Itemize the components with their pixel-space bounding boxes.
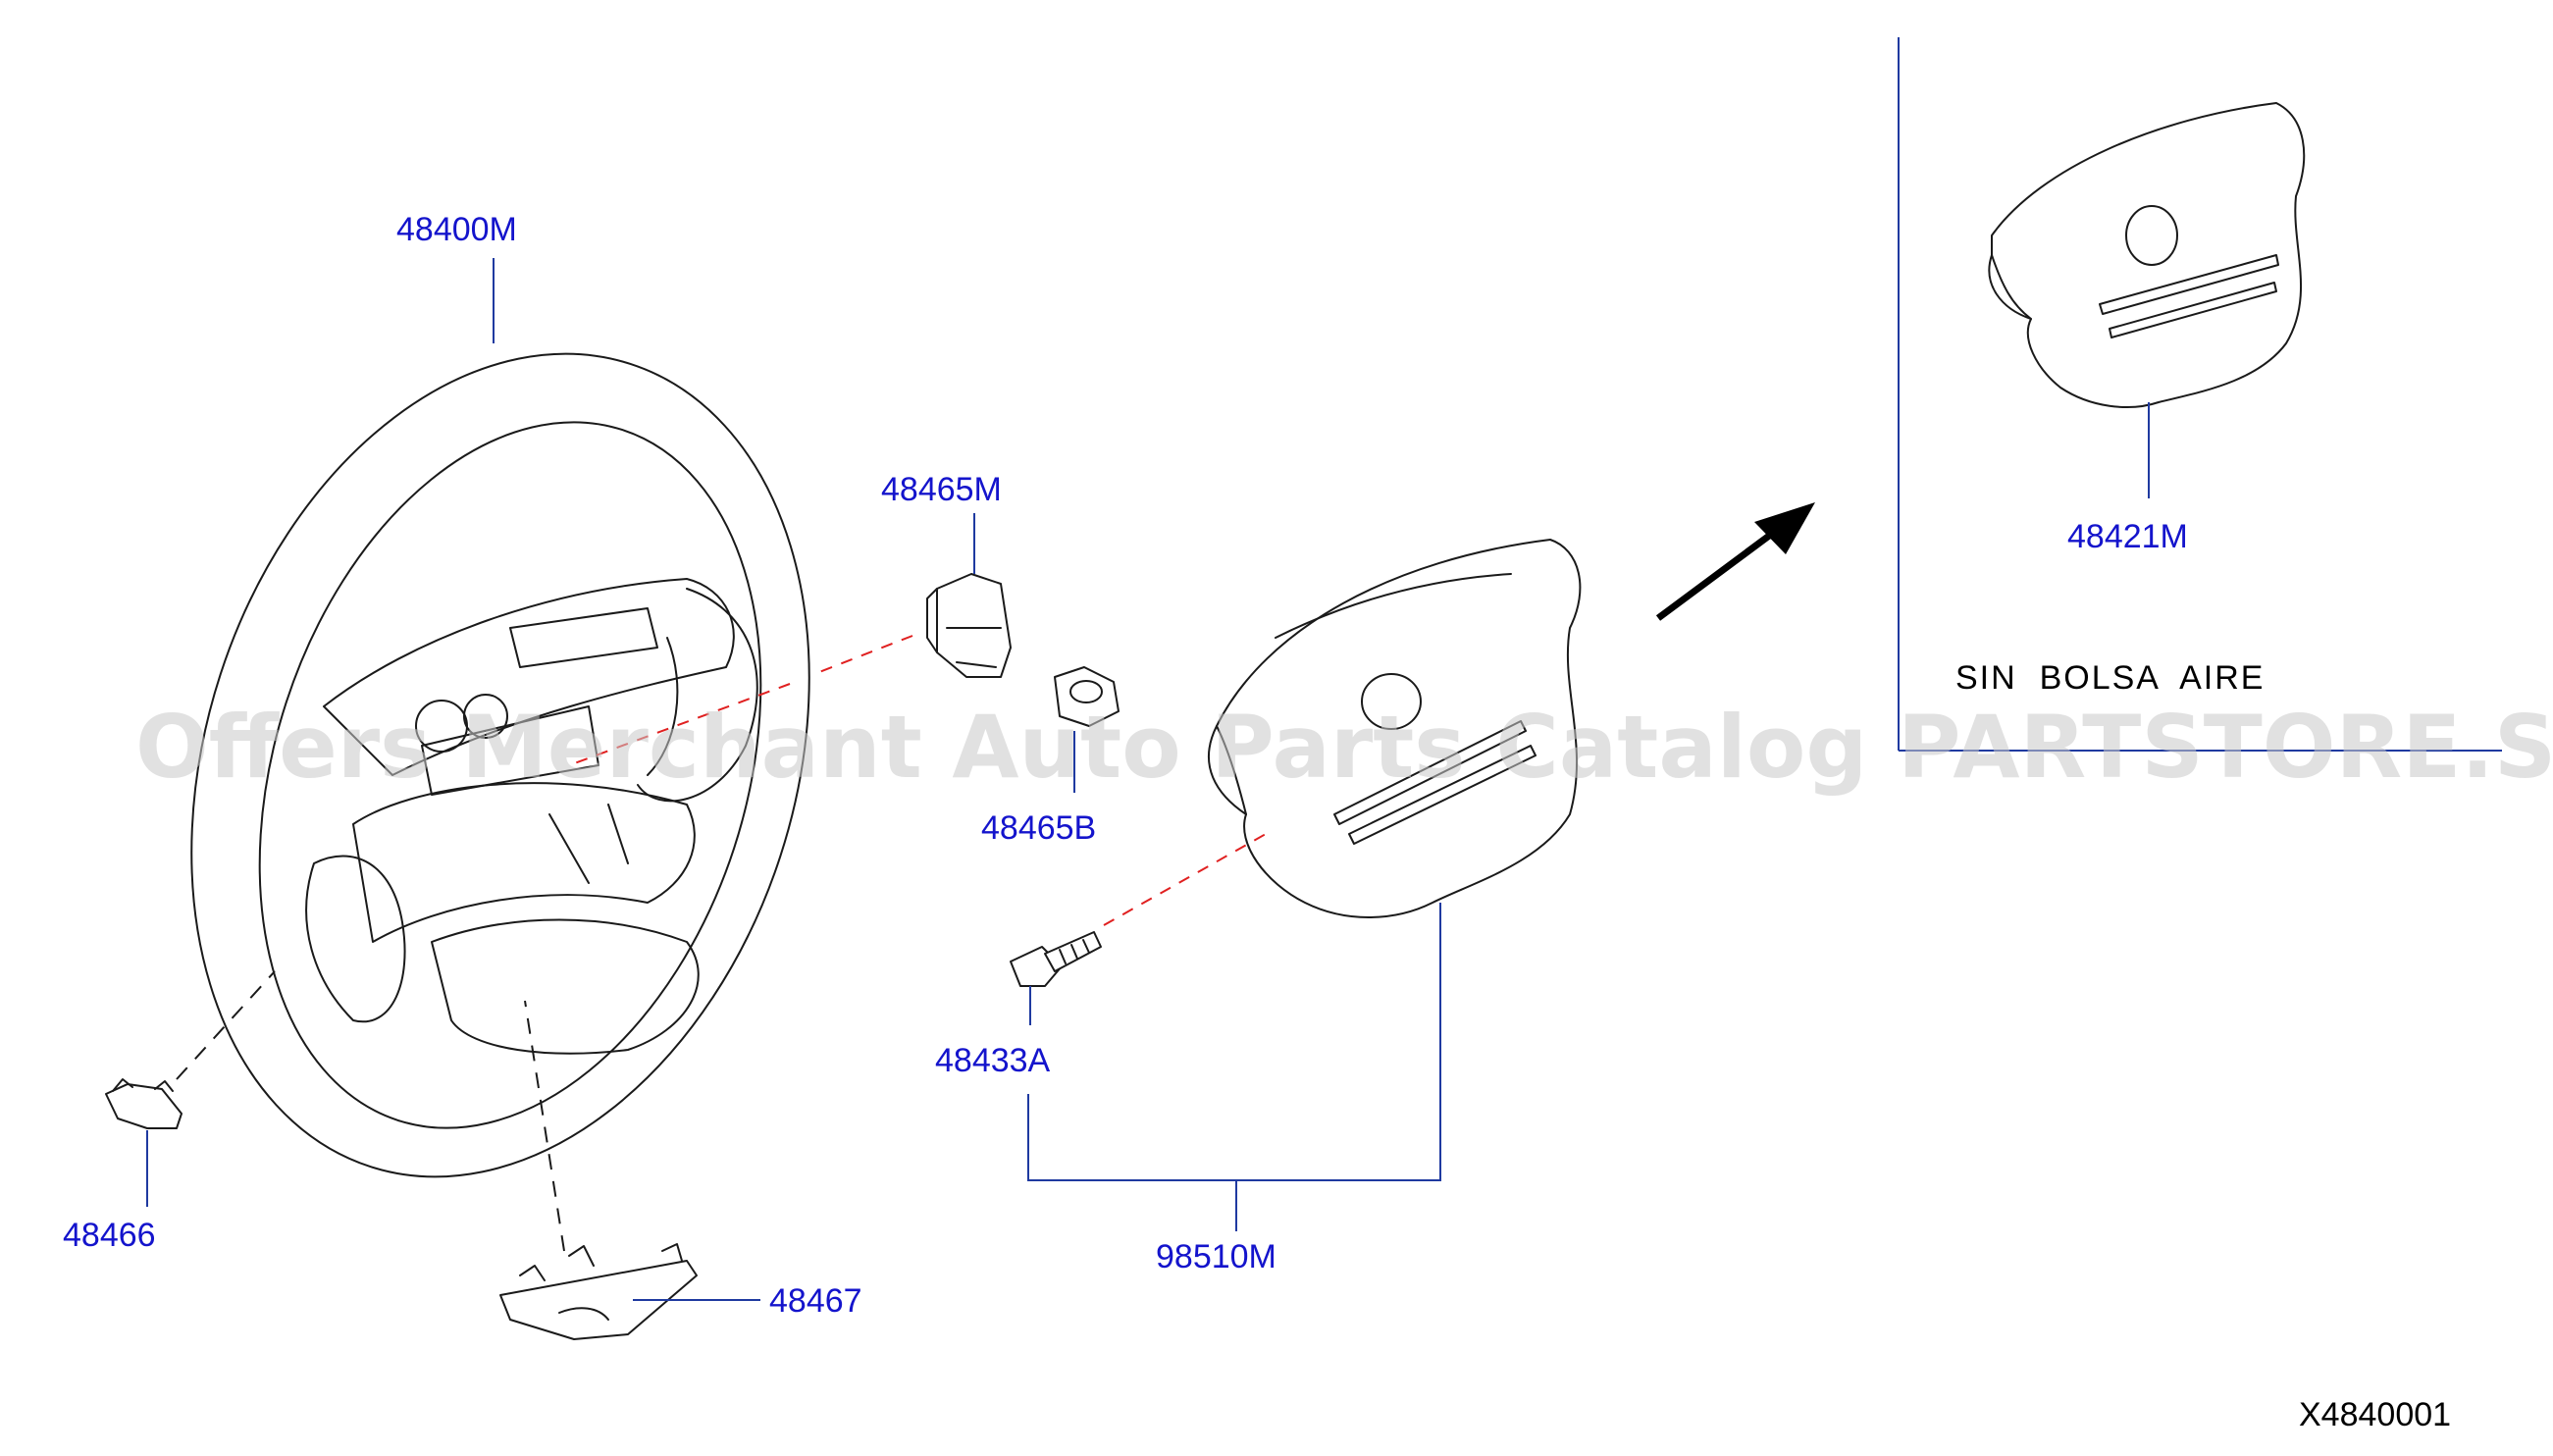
bottom-cover-drawing — [499, 1243, 698, 1340]
inset-horn-pad-drawing — [1988, 102, 2306, 408]
label-horn-pad[interactable]: 48421M — [2067, 518, 2188, 555]
diagram-code: X4840001 — [2299, 1396, 2451, 1433]
label-airbag-module-assembly[interactable]: 98510M — [1156, 1238, 1276, 1275]
lower-finisher-drawing — [105, 1078, 182, 1129]
label-bolt[interactable]: 48433A — [935, 1042, 1051, 1079]
bolt-drawing — [1010, 931, 1102, 987]
switch-drawing — [926, 573, 1012, 678]
label-switch[interactable]: 48465M — [881, 471, 1002, 508]
nut-drawing — [1054, 666, 1120, 727]
label-nut[interactable]: 48465B — [981, 809, 1096, 847]
airbag-module-drawing — [1207, 539, 1582, 918]
steering-wheel-drawing — [190, 352, 810, 1178]
label-lower-finisher[interactable]: 48466 — [63, 1217, 156, 1254]
label-bottom-cover[interactable]: 48467 — [769, 1282, 862, 1320]
watermark: Offers Merchant Auto Parts Catalog PARTS… — [135, 697, 2553, 798]
inset-note: SIN BOLSA AIRE — [1955, 659, 2265, 697]
axis-bolt-to-module — [1103, 833, 1267, 926]
axis-wheel-hub — [568, 683, 791, 766]
label-steering-wheel[interactable]: 48400M — [396, 211, 517, 248]
axis-switch-to-wheel — [818, 635, 913, 673]
leader-98510m-bracket — [1027, 903, 1441, 1181]
axis-cover-to-wheel — [524, 1000, 565, 1252]
direction-arrow — [1655, 502, 1815, 621]
axis-finisher-to-wheel — [176, 970, 276, 1080]
